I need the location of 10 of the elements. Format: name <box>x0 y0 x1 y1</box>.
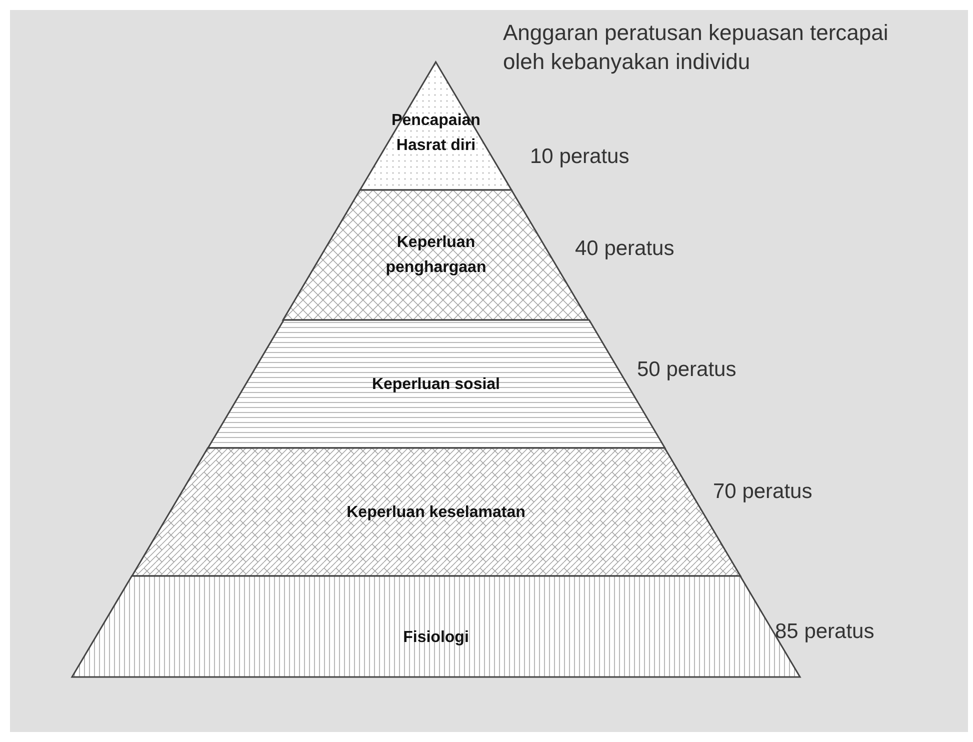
percentage-label: 50 peratus <box>637 358 736 382</box>
tier-label: Keperluan penghargaan <box>384 233 488 278</box>
tier-label: Keperluan sosial <box>370 375 501 395</box>
percentage-label: 40 peratus <box>575 237 674 261</box>
percentage-label: 70 peratus <box>713 480 812 504</box>
percentage-label: 10 peratus <box>530 145 630 169</box>
heading-note: Anggaran peratusan kepuasan tercapai oleh kebanyakan individu <box>503 19 890 76</box>
tier-label: Fisiologi <box>402 628 470 648</box>
tier-label: Keperluan keselamatan <box>346 503 526 523</box>
percentage-label: 85 peratus <box>775 620 874 644</box>
